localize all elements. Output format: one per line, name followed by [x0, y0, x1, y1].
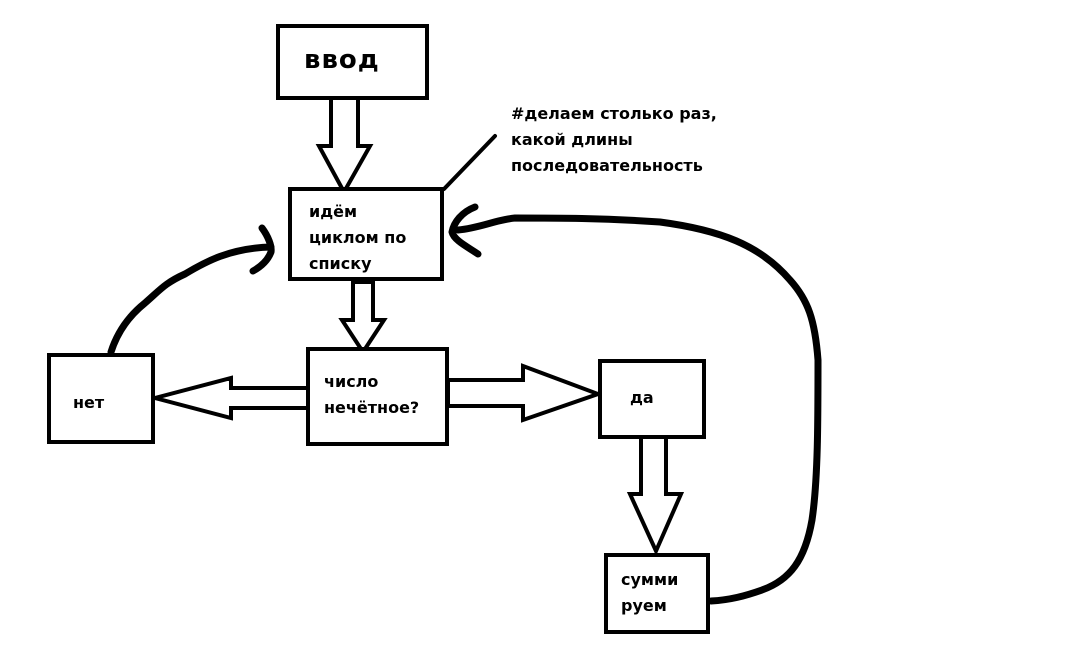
arrow-no-to-loop — [107, 224, 275, 356]
node-check-label: число нечётное? — [324, 372, 420, 417]
node-check: число нечётное? — [306, 347, 449, 446]
node-no-label: нет — [73, 393, 105, 412]
arrow-yes-to-sum — [626, 435, 685, 556]
node-yes-label: да — [630, 388, 654, 407]
node-no: нет — [47, 353, 155, 444]
arrow-check-to-yes — [446, 363, 604, 423]
node-sum-label: сумми руем — [621, 570, 679, 615]
comment-callout-line — [442, 134, 497, 191]
arrow-input-to-loop — [315, 96, 374, 197]
node-input-label: ввод — [304, 45, 380, 75]
node-loop: идём циклом по списку — [288, 187, 444, 281]
node-sum: сумми руем — [604, 553, 710, 634]
comment-text: #делаем столько раз, какой длины последо… — [511, 104, 717, 175]
arrow-check-to-no — [147, 375, 310, 421]
arrow-sum-to-loop — [448, 203, 822, 605]
arrow-loop-to-check — [338, 280, 388, 356]
node-yes: да — [598, 359, 706, 439]
node-loop-label: идём циклом по списку — [309, 202, 407, 273]
node-input: ввод — [276, 24, 429, 100]
